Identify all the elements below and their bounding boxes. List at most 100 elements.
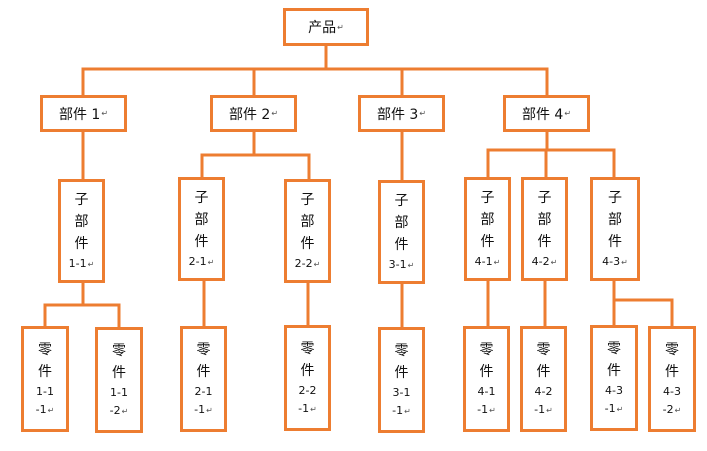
node-line: 部 (481, 209, 495, 231)
node-line-text: 件 (300, 362, 315, 379)
node-line-text: -1 (35, 402, 47, 416)
node-line-text: 子 (608, 189, 622, 206)
node-line: 件 (395, 362, 409, 384)
node-label: 产品 (308, 20, 337, 36)
return-mark: ↵ (564, 109, 572, 118)
node-line-text: -1 (477, 402, 489, 416)
node-line: 1-1 (36, 383, 54, 401)
node-line-text: 1-1 (68, 256, 87, 270)
node-line-text: -1 (298, 401, 310, 415)
return-mark: ↵ (493, 257, 501, 267)
node-line-text: 子 (537, 189, 552, 206)
node-line-text: 件 (479, 363, 494, 380)
node-line: 4-1 (478, 383, 496, 401)
node-line-text: 件 (665, 363, 679, 380)
return-mark: ↵ (121, 406, 129, 416)
return-mark: ↵ (310, 404, 317, 414)
node-line-text: 件 (480, 233, 495, 250)
node-line-text: 件 (607, 362, 621, 379)
node-line-text: 4-2 (534, 384, 553, 398)
node-line-text: 件 (608, 233, 622, 250)
node-line: 3-1 (393, 384, 411, 402)
node-line-text: 零 (536, 341, 551, 358)
node-line: 件 (481, 231, 495, 253)
node-line: -1↵ (605, 400, 624, 419)
return-mark: ↵ (207, 257, 215, 267)
node-line: 件 (665, 361, 679, 383)
node-line-text: 件 (394, 236, 409, 253)
node-line: 子 (481, 187, 495, 209)
node-line: 部 (538, 209, 552, 231)
node-line: 零 (301, 338, 315, 360)
return-mark: ↵ (337, 22, 344, 32)
node-label: 部件 1 (58, 106, 101, 123)
node-line-text: 零 (607, 340, 621, 357)
return-mark: ↵ (546, 405, 553, 415)
node-line: 1-1↵ (69, 255, 95, 274)
return-mark: ↵ (101, 109, 109, 118)
node-line-text: 部 (74, 213, 89, 230)
node-line: 件 (395, 234, 409, 256)
root-node-product: 产品↵ (283, 8, 369, 46)
node-line-text: 3-1 (392, 385, 411, 399)
component-node: 零件 2-2 -1↵ (284, 325, 331, 431)
node-line-text: 部 (300, 213, 315, 230)
node-line-text: 子 (300, 191, 315, 208)
node-line-text: 件 (394, 364, 409, 381)
node-line: 零 (112, 340, 126, 362)
node-line: 件 (607, 360, 621, 382)
return-mark: ↵ (489, 405, 496, 415)
node-line-text: 1-1 (36, 384, 54, 398)
node-label: 部件 3 (376, 106, 419, 123)
return-mark: ↵ (206, 405, 213, 415)
node-line: 零 (537, 339, 551, 361)
node-line: 零 (607, 338, 621, 360)
node-line: 子 (538, 187, 552, 209)
node-line: 零 (395, 340, 409, 362)
node-line-text: 4-3 (663, 384, 681, 398)
node-line: 2-1 (195, 383, 213, 401)
part-node: 部件 3↵ (358, 95, 445, 132)
node-line-text: 1-1 (110, 385, 128, 399)
return-mark: ↵ (407, 260, 415, 270)
node-line-text: 零 (112, 342, 126, 359)
node-line: -1↵ (477, 401, 496, 420)
node-line: 4-2↵ (532, 253, 558, 272)
node-line: 4-1↵ (475, 253, 501, 272)
node-line-text: 4-3 (605, 383, 623, 397)
node-label: 部件 4 (521, 106, 564, 123)
node-line: 部 (301, 211, 315, 233)
return-mark: ↵ (419, 109, 427, 118)
node-line-text: 子 (480, 189, 495, 206)
node-line-text: -2 (109, 403, 121, 417)
node-line-text: 4-1 (477, 384, 496, 398)
node-line-text: 零 (196, 341, 211, 358)
node-line-text: 零 (38, 341, 52, 358)
node-line-text: 件 (537, 233, 552, 250)
node-line-text: 2-1 (188, 254, 207, 268)
node-line: 零 (197, 339, 211, 361)
return-mark: ↵ (313, 259, 321, 269)
node-line-text: 件 (194, 233, 209, 250)
return-mark: ↵ (621, 257, 628, 267)
node-line: 子 (395, 190, 409, 212)
node-line-text: 件 (300, 235, 315, 252)
node-line: 件 (301, 360, 315, 382)
node-line-text: 零 (394, 342, 409, 359)
node-line-text: 子 (394, 192, 409, 209)
node-line: -1↵ (392, 402, 411, 421)
node-line: 部 (195, 209, 209, 231)
node-line: 部 (75, 211, 89, 233)
node-line-text: 2-2 (298, 383, 317, 397)
node-line-text: 3-1 (388, 257, 407, 271)
node-line: 1-1 (110, 384, 128, 402)
node-line: -2↵ (663, 401, 682, 420)
